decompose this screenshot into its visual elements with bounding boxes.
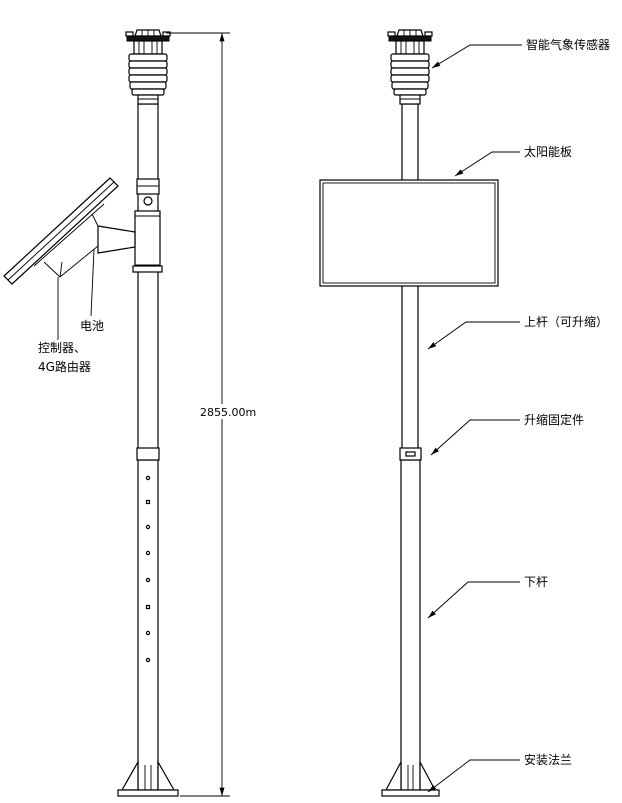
- pole-hole: [145, 604, 151, 610]
- solar-panel-label: 太阳能板: [524, 144, 572, 159]
- collar-leader: [430, 419, 520, 456]
- left-pole-holes: [145, 475, 151, 663]
- pole-hole: [145, 499, 151, 505]
- upper-pole-label: 上杆（可升缩）: [524, 314, 608, 329]
- right-collar: [399, 447, 422, 461]
- battery-label: 电池: [80, 319, 104, 333]
- router-label: 4G路由器: [38, 359, 91, 374]
- pole-hole: [145, 657, 151, 663]
- right-view: 智能气象传感器 太阳能板 上杆（可升缩） 升缩固定件 下杆 安装法兰: [319, 29, 610, 797]
- collar-label: 升缩固定件: [524, 412, 584, 427]
- flange-label: 安装法兰: [524, 752, 572, 767]
- left-weather-sensor: [125, 29, 171, 105]
- left-lower-pole: [137, 459, 159, 791]
- left-mount-bracket: [97, 210, 163, 273]
- bracket-arm: [97, 225, 136, 254]
- right-base-flange: [381, 761, 440, 797]
- left-upper-pole: [137, 103, 159, 451]
- right-weather-sensor: [387, 29, 433, 105]
- lower-pole-leader: [427, 581, 520, 619]
- solar-panel-leader: [454, 151, 520, 177]
- sensor-label: 智能气象传感器: [526, 37, 610, 52]
- pole-hole: [145, 524, 151, 530]
- sensor-leader: [431, 44, 522, 69]
- flange-leader: [427, 759, 520, 793]
- upper-pole-leader: [427, 321, 520, 350]
- left-solar-panel: [3, 177, 119, 285]
- height-dimension: 2855.00m: [166, 32, 256, 797]
- lower-pole-label: 下杆: [524, 575, 548, 589]
- battery-leader: [90, 249, 95, 317]
- right-lower-pole: [400, 459, 421, 791]
- pole-hole: [145, 630, 151, 636]
- pole-hole: [145, 577, 151, 583]
- pole-hole: [145, 550, 151, 556]
- left-pole-clamp: [136, 178, 160, 206]
- left-base-flange: [117, 759, 179, 797]
- height-dimension-text: 2855.00m: [200, 406, 256, 419]
- controller-label: 控制器、: [38, 341, 86, 355]
- left-view: 电池 控制器、 4G路由器 2855.00m: [3, 29, 256, 797]
- left-collar: [136, 447, 160, 461]
- right-solar-panel: [319, 179, 499, 287]
- pole-hole: [145, 475, 151, 481]
